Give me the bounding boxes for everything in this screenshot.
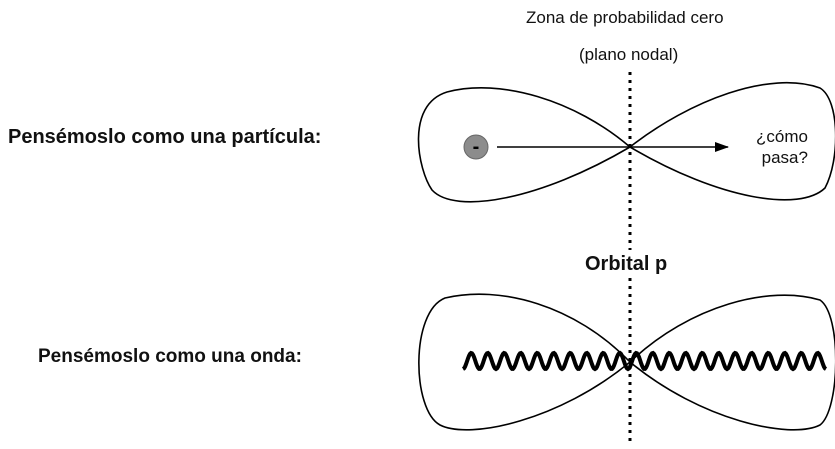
wave-line bbox=[461, 350, 828, 372]
electron-sign: - bbox=[473, 136, 480, 158]
particle-view-label: Pensémoslo como una partícula: bbox=[8, 126, 322, 148]
question-text: ¿cómo pasa? bbox=[756, 126, 808, 168]
orbital-title: Orbital p bbox=[585, 253, 668, 275]
nodal-plane-label: (plano nodal) bbox=[579, 45, 679, 64]
question-line-1: ¿cómo bbox=[756, 127, 808, 146]
question-line-2: pasa? bbox=[761, 148, 808, 167]
electron-icon bbox=[463, 134, 489, 160]
wave-view-label: Pensémoslo como una onda: bbox=[38, 346, 302, 367]
nodal-zone-title: Zona de probabilidad cero bbox=[526, 8, 724, 27]
